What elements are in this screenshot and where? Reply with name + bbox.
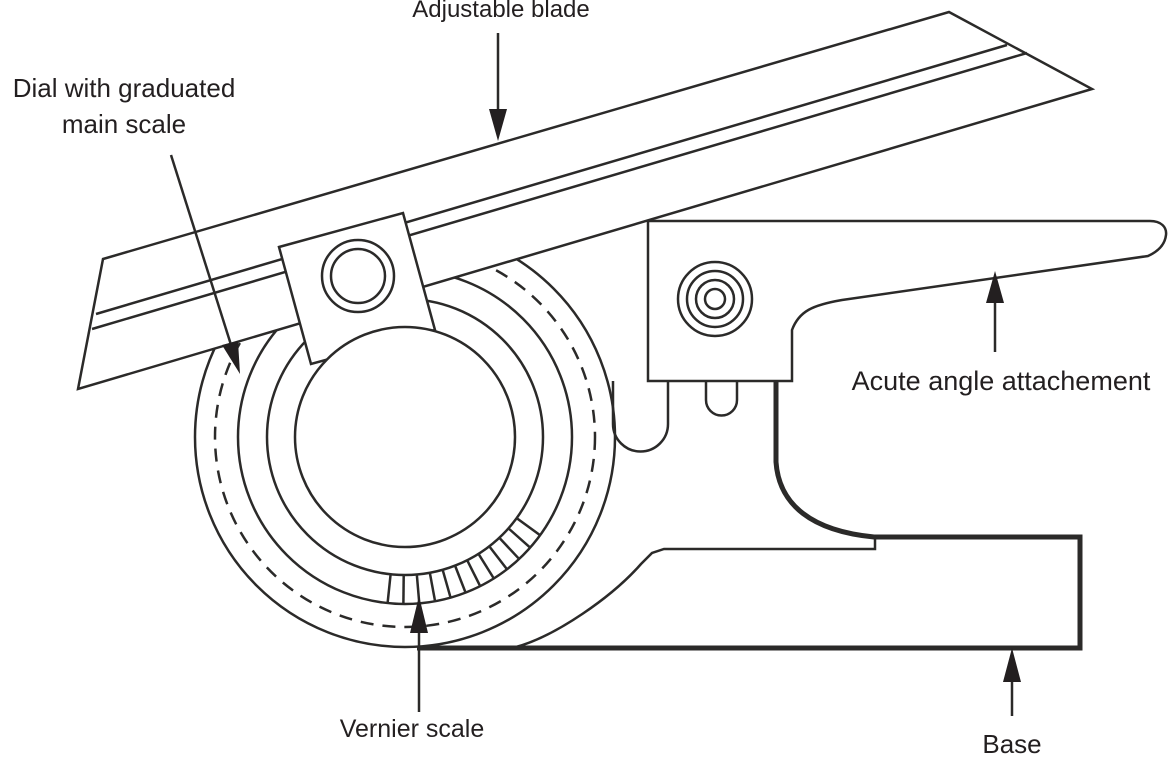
vernier-scale-arrowhead [410,596,428,633]
attachment-knob-circle-outer [676,260,754,338]
arrows-group [169,33,1021,716]
acute-attachment-label: Acute angle attachement [851,366,1151,396]
attachment-knob-circle-2 [685,269,745,329]
base-label: Base [982,729,1042,758]
body-tongue [704,381,739,417]
adjustable-blade-arrowhead [489,109,507,141]
base-arrowhead [1003,648,1021,682]
base-group [417,381,1083,651]
blade-group [76,10,1096,391]
dial-label-line2: main scale [61,109,187,139]
dial-arrow-line [169,154,234,349]
body-group [515,219,1168,649]
vernier-scale-label: Vernier scale [339,715,485,743]
attachment-knob-circle-inner [703,287,727,311]
base-outline [417,381,1083,651]
body-foot-curve [515,538,877,649]
dial-label-line1: Dial with graduated [12,73,236,103]
blade-groove-line-upper [95,43,1008,316]
clamp-ring-inner [329,247,387,305]
dial-group [193,225,617,649]
dial-main-scale-dashed-circle [213,245,597,629]
adjustable-blade-label: Adjustable blade [412,0,590,23]
clamp-group [277,211,517,549]
dial-bore-circle [293,325,517,549]
clamp-ring-outer [320,238,396,314]
blade-groove-line-lower [91,51,1028,331]
adjustable-blade-shape [76,10,1096,391]
dial-arrowhead [222,341,240,374]
dial-label: Dial with graduated main scale [13,70,236,142]
acute-angle-attachment-shape [646,219,1168,383]
acute-attachment-arrowhead [986,271,1004,303]
body-u-notch [611,381,670,453]
attachment-knob-circle-3 [694,278,736,320]
